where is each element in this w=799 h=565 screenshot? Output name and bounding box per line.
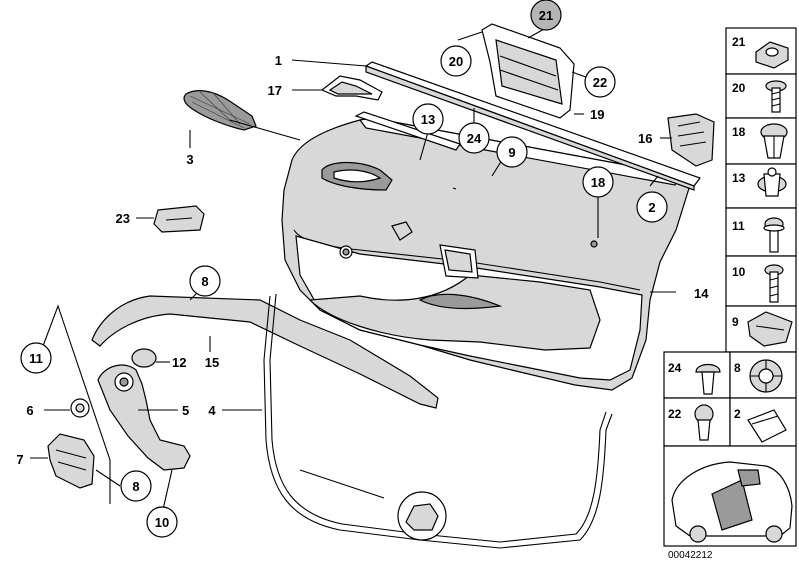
callout-10: 10 bbox=[155, 515, 169, 530]
fillister-screw-icon bbox=[763, 217, 785, 253]
washer-part bbox=[70, 398, 90, 418]
callout-21: 21 bbox=[539, 8, 553, 23]
door-opener-bezel bbox=[320, 75, 383, 101]
callout-9: 9 bbox=[508, 145, 515, 160]
callout-circle-10 bbox=[146, 506, 178, 538]
callout-16: 16 bbox=[638, 131, 652, 146]
callout-15: 15 bbox=[205, 355, 219, 370]
callout-circle-8a bbox=[189, 265, 221, 297]
callout-12: 12 bbox=[172, 355, 186, 370]
expanding-rivet-icon bbox=[760, 123, 788, 159]
callout-14: 14 bbox=[694, 286, 709, 301]
callout-22: 22 bbox=[593, 75, 607, 90]
callout-circle-11 bbox=[20, 342, 52, 374]
screw-icon bbox=[765, 80, 787, 113]
callout-circle-22 bbox=[584, 66, 616, 98]
legend-label-8: 8 bbox=[734, 361, 741, 375]
callout-2: 2 bbox=[648, 200, 655, 215]
clip-nut-icon bbox=[755, 41, 789, 69]
callout-20: 20 bbox=[449, 54, 463, 69]
callouts: 1 2 3 4 5 6 7 8 8 9 10 11 12 13 14 15 16… bbox=[16, 0, 709, 538]
legend-label-2: 2 bbox=[734, 407, 741, 421]
callout-circle-21 bbox=[530, 0, 562, 31]
legend-cell-11 bbox=[725, 207, 797, 257]
callout-11: 11 bbox=[29, 351, 43, 366]
fastener-legend: 21 20 18 13 11 10 9 24 8 22 2 bbox=[663, 27, 797, 547]
legend-cell-18 bbox=[725, 117, 797, 165]
sheet-clip-icon bbox=[747, 409, 787, 443]
callout-4: 4 bbox=[208, 403, 216, 418]
cap-part bbox=[131, 348, 157, 368]
legend-cell-24 bbox=[663, 351, 731, 399]
legend-label-21: 21 bbox=[732, 35, 746, 49]
callout-circle-2 bbox=[636, 191, 668, 223]
legend-label-24: 24 bbox=[668, 361, 682, 375]
star-washer-icon bbox=[749, 359, 783, 393]
grab-handle bbox=[97, 364, 191, 471]
legend-label-18: 18 bbox=[732, 125, 746, 139]
callout-circle-20 bbox=[440, 45, 472, 77]
armrest-bracket bbox=[481, 23, 575, 119]
callout-8a: 8 bbox=[201, 274, 208, 289]
callout-19: 19 bbox=[590, 107, 604, 122]
mushroom-rivet-icon bbox=[695, 363, 721, 395]
upper-trim-strip bbox=[354, 61, 701, 191]
trim-bracket bbox=[667, 113, 715, 167]
expanding-plug-icon bbox=[694, 404, 714, 441]
callout-circle-13 bbox=[412, 103, 444, 135]
push-clip-icon bbox=[757, 167, 787, 197]
legend-cell-20 bbox=[725, 73, 797, 119]
callout-23: 23 bbox=[116, 211, 130, 226]
callout-1: 1 bbox=[275, 53, 282, 68]
callout-13: 13 bbox=[421, 112, 435, 127]
callout-18: 18 bbox=[591, 175, 605, 190]
callout-circle-18 bbox=[582, 166, 614, 198]
long-screw-icon bbox=[764, 264, 784, 303]
legend-label-20: 20 bbox=[732, 81, 746, 95]
callout-24: 24 bbox=[467, 131, 482, 146]
door-seal bbox=[263, 293, 613, 549]
callout-circle-9 bbox=[496, 136, 528, 168]
bracket-clip-part bbox=[47, 433, 95, 489]
legend-cell-22 bbox=[663, 397, 731, 447]
legend-label-10: 10 bbox=[732, 265, 746, 279]
legend-label-11: 11 bbox=[732, 219, 745, 233]
reference-number: 00042212 bbox=[668, 550, 713, 561]
callout-circle-8b bbox=[120, 470, 152, 502]
legend-label-13: 13 bbox=[732, 171, 746, 185]
callout-5: 5 bbox=[182, 403, 189, 418]
callout-7: 7 bbox=[16, 452, 23, 467]
legend-label-22: 22 bbox=[668, 407, 682, 421]
speaker-grille bbox=[183, 90, 257, 131]
callout-17: 17 bbox=[268, 83, 282, 98]
callout-circle-24 bbox=[458, 122, 490, 154]
callout-3: 3 bbox=[186, 152, 193, 167]
legend-label-9: 9 bbox=[732, 315, 739, 329]
armrest-lining-strip bbox=[91, 295, 439, 409]
spring-clip-icon bbox=[747, 311, 793, 347]
car-location-icon bbox=[671, 461, 793, 543]
emblem-badge bbox=[153, 205, 205, 233]
callout-6: 6 bbox=[26, 403, 33, 418]
legend-cell-10 bbox=[725, 255, 797, 307]
callout-8b: 8 bbox=[132, 479, 139, 494]
seal-detail-magnifier bbox=[397, 491, 447, 541]
